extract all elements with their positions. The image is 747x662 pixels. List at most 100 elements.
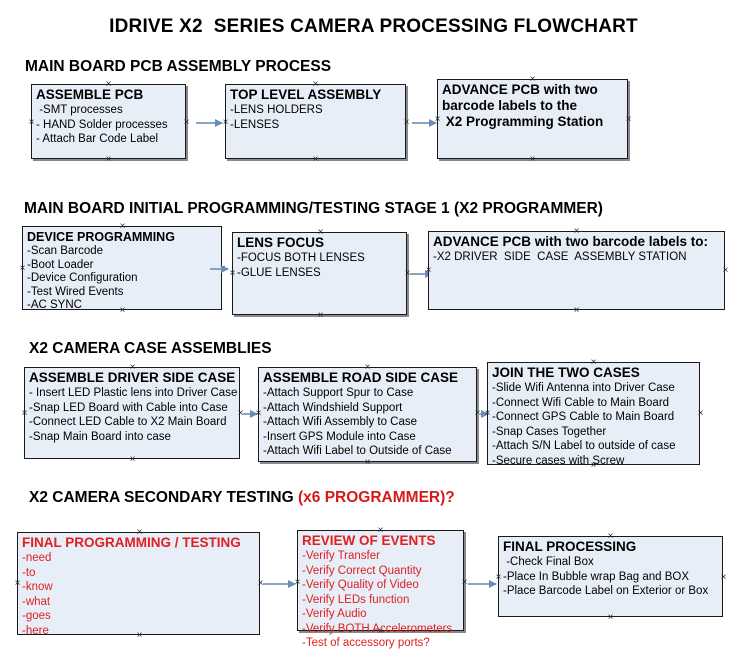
box-title-line3: X2 Programming Station [442, 114, 604, 129]
resize-handle-left[interactable] [254, 409, 263, 418]
box-line: -Scan Barcode [27, 245, 104, 257]
box-line: -Verify LEDs function [302, 593, 410, 606]
box-title: LENS FOCUS [237, 235, 325, 250]
resize-handle-left[interactable] [228, 269, 237, 278]
box-line: -Attach Wifi Assembly to Case [263, 416, 418, 428]
box-title: ASSEMBLE DRIVER SIDE CASE [29, 370, 236, 385]
resize-handle-left[interactable] [27, 118, 36, 127]
resize-handle-right[interactable] [696, 409, 705, 418]
resize-handle-top[interactable] [606, 532, 615, 541]
resize-handle-top[interactable] [104, 80, 113, 89]
resize-handle-left[interactable] [293, 578, 302, 587]
box-line: -Verify Audio [302, 608, 367, 620]
resize-handle-top[interactable] [316, 228, 325, 237]
page-title: IDRIVE X2 SERIES CAMERA PROCESSING FLOWC… [109, 16, 638, 37]
box-line: -X2 DRIVER SIDE CASE ASSEMBLY STATION [433, 251, 687, 263]
resize-handle-bottom[interactable] [118, 306, 127, 315]
resize-handle-bottom[interactable] [589, 461, 598, 470]
resize-handle-right[interactable] [182, 118, 191, 127]
box-line: -AC SYNC [27, 299, 82, 312]
resize-handle-left[interactable] [18, 264, 27, 273]
resize-handle-top[interactable] [528, 75, 537, 84]
box-assemble-driver-side-case[interactable]: ASSEMBLE DRIVER SIDE CASE - Insert LED P… [24, 367, 240, 459]
box-review-of-events[interactable]: REVIEW OF EVENTS -Verify Transfer -Verif… [297, 530, 464, 649]
box-line: -Attach S/N Label to outside of case [492, 440, 676, 452]
box-line: - Attach Bar Code Label [36, 133, 159, 145]
resize-handle-left[interactable] [221, 118, 230, 127]
resize-handle-bottom[interactable] [363, 458, 372, 467]
resize-handle-left[interactable] [20, 409, 29, 418]
section-heading-3: X2 CAMERA CASE ASSEMBLIES [29, 340, 272, 357]
connector-arrow [210, 265, 229, 273]
resize-handle-bottom[interactable] [572, 306, 581, 315]
box-line-overflow: -Test of accessory ports? [302, 637, 430, 649]
resize-handle-left[interactable] [13, 579, 22, 588]
box-line: -LENS HOLDERS [230, 104, 323, 116]
resize-handle-right[interactable] [402, 118, 411, 127]
resize-handle-bottom[interactable] [104, 155, 113, 164]
connector-arrow [196, 119, 223, 127]
box-line: -Verify Quality of Video [302, 579, 419, 591]
resize-handle-top[interactable] [118, 222, 127, 231]
box-title: ADVANCE PCB with two [442, 82, 598, 97]
resize-handle-right[interactable] [721, 266, 730, 275]
resize-handle-bottom[interactable] [316, 311, 325, 320]
box-line: -Connect Wifi Cable to Main Board [492, 396, 670, 409]
box-line: -Place In Bubble wrap Bag and BOX [503, 570, 690, 583]
box-title: ADVANCE PCB with two barcode labels to: [433, 234, 709, 249]
box-line: -Attach Wifi Label to Outside of Case [263, 445, 452, 457]
connector-arrow [263, 580, 296, 588]
box-line: -Connect GPS Cable to Main Board [492, 411, 675, 423]
box-line: -Snap Cases Together [492, 425, 607, 438]
resize-handle-top[interactable] [363, 363, 372, 372]
box-title: ASSEMBLE PCB [36, 87, 144, 102]
resize-handle-bottom[interactable] [528, 155, 537, 164]
resize-handle-right[interactable] [624, 115, 633, 124]
box-line: -Check Final Box [503, 556, 594, 568]
box-line: -LENSES [230, 118, 280, 131]
box-line: -Connect LED Cable to X2 Main Board [29, 416, 227, 428]
resize-handle-top[interactable] [572, 227, 581, 236]
box-line: -need [22, 552, 52, 564]
box-final-programming-testing[interactable]: FINAL PROGRAMMING / TESTING -need -to -k… [17, 532, 260, 637]
box-line: -Attach Support Spur to Case [263, 387, 414, 399]
box-line: -know [22, 581, 53, 593]
box-title: FINAL PROCESSING [503, 539, 637, 554]
resize-handle-top[interactable] [135, 528, 144, 537]
box-line: -Test Wired Events [27, 285, 124, 298]
resize-handle-left[interactable] [483, 409, 492, 418]
box-title-line2: barcode labels to the [442, 98, 578, 113]
resize-handle-right[interactable] [719, 573, 728, 582]
box-line: -Attach Windshield Support [263, 401, 403, 414]
resize-handle-left[interactable] [424, 266, 433, 275]
box-advance-pcb-programming-station[interactable]: ADVANCE PCB with two barcode labels to t… [437, 79, 628, 159]
box-top-level-assembly[interactable]: TOP LEVEL ASSEMBLY -LENS HOLDERS -LENSES [225, 84, 406, 159]
resize-handle-top[interactable] [311, 80, 320, 89]
resize-handle-top[interactable] [376, 526, 385, 535]
section-heading-2: MAIN BOARD INITIAL PROGRAMMING/TESTING S… [24, 200, 603, 217]
resize-handle-bottom[interactable] [376, 627, 385, 636]
resize-handle-left[interactable] [494, 573, 503, 582]
resize-handle-bottom[interactable] [311, 155, 320, 164]
box-title: JOIN THE TWO CASES [492, 365, 640, 380]
box-line: -Insert GPS Module into Case [263, 430, 416, 443]
box-title: FINAL PROGRAMMING / TESTING [22, 535, 241, 550]
box-join-the-two-cases[interactable]: JOIN THE TWO CASES -Slide Wifi Antenna i… [487, 362, 700, 467]
resize-handle-bottom[interactable] [135, 631, 144, 640]
box-line: -Snap LED Board with Cable into Case [29, 401, 228, 414]
resize-handle-bottom[interactable] [128, 455, 137, 464]
box-line: -what [22, 595, 51, 608]
box-lens-focus[interactable]: LENS FOCUS -FOCUS BOTH LENSES -GLUE LENS… [232, 232, 407, 315]
resize-handle-top[interactable] [128, 363, 137, 372]
resize-handle-bottom[interactable] [606, 613, 615, 622]
box-title: REVIEW OF EVENTS [302, 533, 436, 548]
box-final-processing[interactable]: FINAL PROCESSING -Check Final Box -Place… [498, 536, 723, 617]
box-assemble-pcb[interactable]: ASSEMBLE PCB -SMT processes - HAND Solde… [31, 84, 186, 159]
resize-handle-top[interactable] [589, 358, 598, 367]
box-advance-pcb-driver-side-case[interactable]: ADVANCE PCB with two barcode labels to: … [428, 231, 725, 310]
section-heading-4-accent: (x6 PROGRAMMER)? [298, 489, 455, 506]
box-line: - Insert LED Plastic lens into Driver Ca… [29, 387, 238, 399]
resize-handle-left[interactable] [433, 115, 442, 124]
box-assemble-road-side-case[interactable]: ASSEMBLE ROAD SIDE CASE -Attach Support … [258, 367, 477, 462]
box-device-programming[interactable]: DEVICE PROGRAMMING -Scan Barcode -Boot L… [22, 226, 222, 312]
